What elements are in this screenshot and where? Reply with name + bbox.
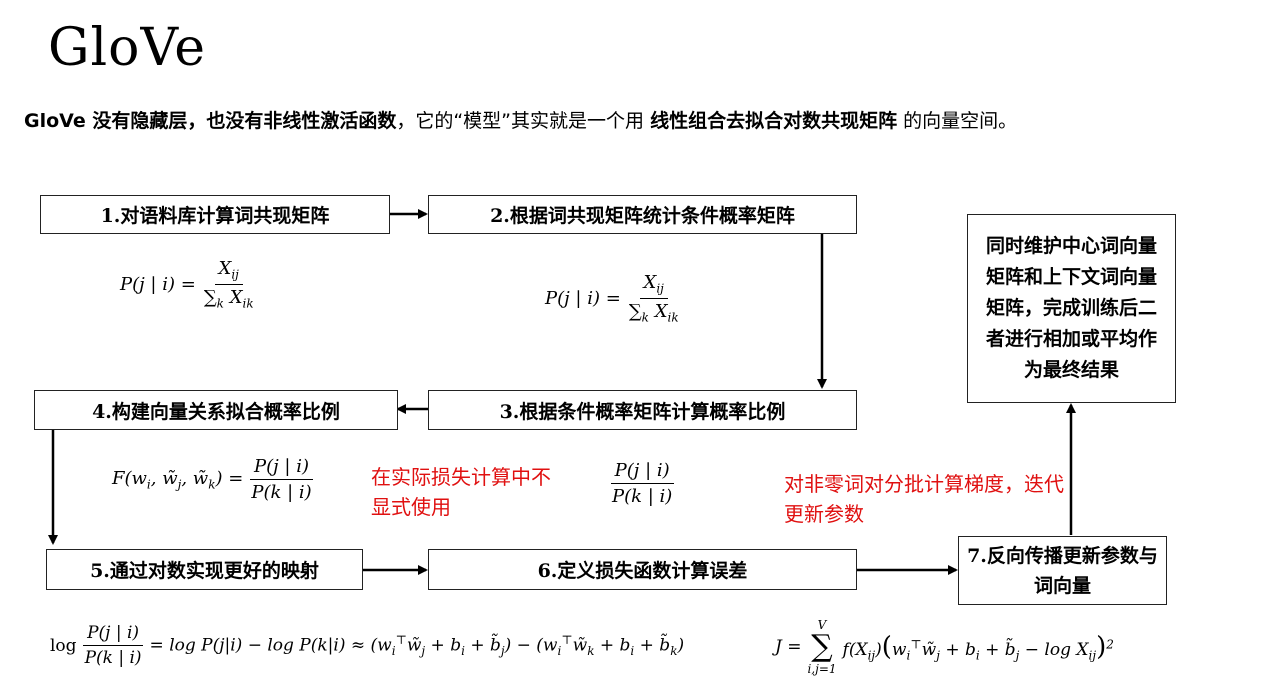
- formula-F-frac: P(j | i) P(k | i): [247, 456, 315, 503]
- step-2-box: 2.根据词共现矩阵统计条件概率矩阵: [428, 195, 857, 234]
- formula-loss-J: J = V ∑ i,j=1 f(Xij)(wi⊤w̃j + bi + b̃j −…: [775, 618, 1114, 676]
- subtitle-text-2: ，它的“模型”其实就是一个用: [396, 110, 651, 132]
- step-1-box: 1.对语料库计算词共现矩阵: [40, 195, 390, 234]
- step-4-box: 4.构建向量关系拟合概率比例: [34, 390, 398, 430]
- formula-cond2-frac: Xij ∑k Xik: [625, 272, 683, 324]
- page-title: GloVe: [48, 18, 207, 78]
- formula-J-lhs: J =: [775, 637, 802, 657]
- subtitle-bold-3: 线性组合去拟合对数共现矩阵: [650, 110, 898, 132]
- subtitle: GloVe 没有隐藏层，也没有非线性激活函数，它的“模型”其实就是一个用 线性组…: [24, 106, 1017, 133]
- formula-ratio-frac: P(j | i) P(k | i): [608, 460, 676, 507]
- step-7-box: 7.反向传播更新参数与词向量: [958, 536, 1167, 605]
- formula-cond-frac: Xij ∑k Xik: [200, 258, 258, 310]
- formula-log-rhs: = log P(j|i) − log P(k|i) ≈ (wi⊤w̃j + bi…: [149, 632, 685, 659]
- formula-ratio-num: P(j | i): [610, 460, 674, 484]
- formula-ratio-den: P(k | i): [612, 486, 673, 507]
- note-batch-gradient: 对非零词对分批计算梯度，迭代更新参数: [784, 472, 1064, 526]
- step-8-box: 同时维护中心词向量矩阵和上下文词向量矩阵，完成训练后二者进行相加或平均作为最终结…: [967, 214, 1176, 403]
- formula-F-lhs: F(wi, w̃j, w̃k) =: [112, 467, 244, 492]
- formula-ratio: P(j | i) P(k | i): [604, 460, 680, 507]
- step-3-box: 3.根据条件概率矩阵计算概率比例: [428, 390, 857, 430]
- formula-F-ratio: F(wi, w̃j, w̃k) = P(j | i) P(k | i): [112, 456, 320, 503]
- formula-J-body: f(Xij)(wi⊤w̃j + bi + b̃j − log Xij)2: [842, 631, 1114, 663]
- subtitle-text-4: 的向量空间。: [897, 110, 1018, 132]
- formula-cond2-den: ∑k Xik: [628, 300, 679, 325]
- formula-cond-den: ∑k Xik: [203, 286, 254, 311]
- formula-log-ratio: log P(j | i) P(k | i) = log P(j|i) − log…: [50, 623, 685, 668]
- formula-conditional-1: P(j | i) = Xij ∑k Xik: [120, 258, 262, 310]
- step-5-box: 5.通过对数实现更好的映射: [46, 549, 363, 590]
- formula-log-frac: P(j | i) P(k | i): [81, 623, 146, 668]
- formula-J-sum: V ∑ i,j=1: [807, 618, 837, 676]
- step-6-box: 6.定义损失函数计算误差: [428, 549, 857, 590]
- note-not-explicit: 在实际损失计算中不显式使用: [371, 465, 551, 519]
- formula-cond2-lhs: P(j | i) =: [545, 287, 621, 309]
- subtitle-bold-1: GloVe 没有隐藏层，也没有非线性激活函数: [24, 110, 397, 132]
- formula-cond2-num: Xij: [639, 272, 668, 299]
- formula-log-den: P(k | i): [84, 648, 142, 668]
- formula-F-den: P(k | i): [251, 482, 312, 503]
- formula-cond-lhs: P(j | i) =: [120, 273, 196, 295]
- formula-log-num: P(j | i): [83, 623, 144, 646]
- formula-cond-num: Xij: [214, 258, 243, 285]
- formula-F-num: P(j | i): [249, 456, 313, 480]
- formula-conditional-2: P(j | i) = Xij ∑k Xik: [545, 272, 687, 324]
